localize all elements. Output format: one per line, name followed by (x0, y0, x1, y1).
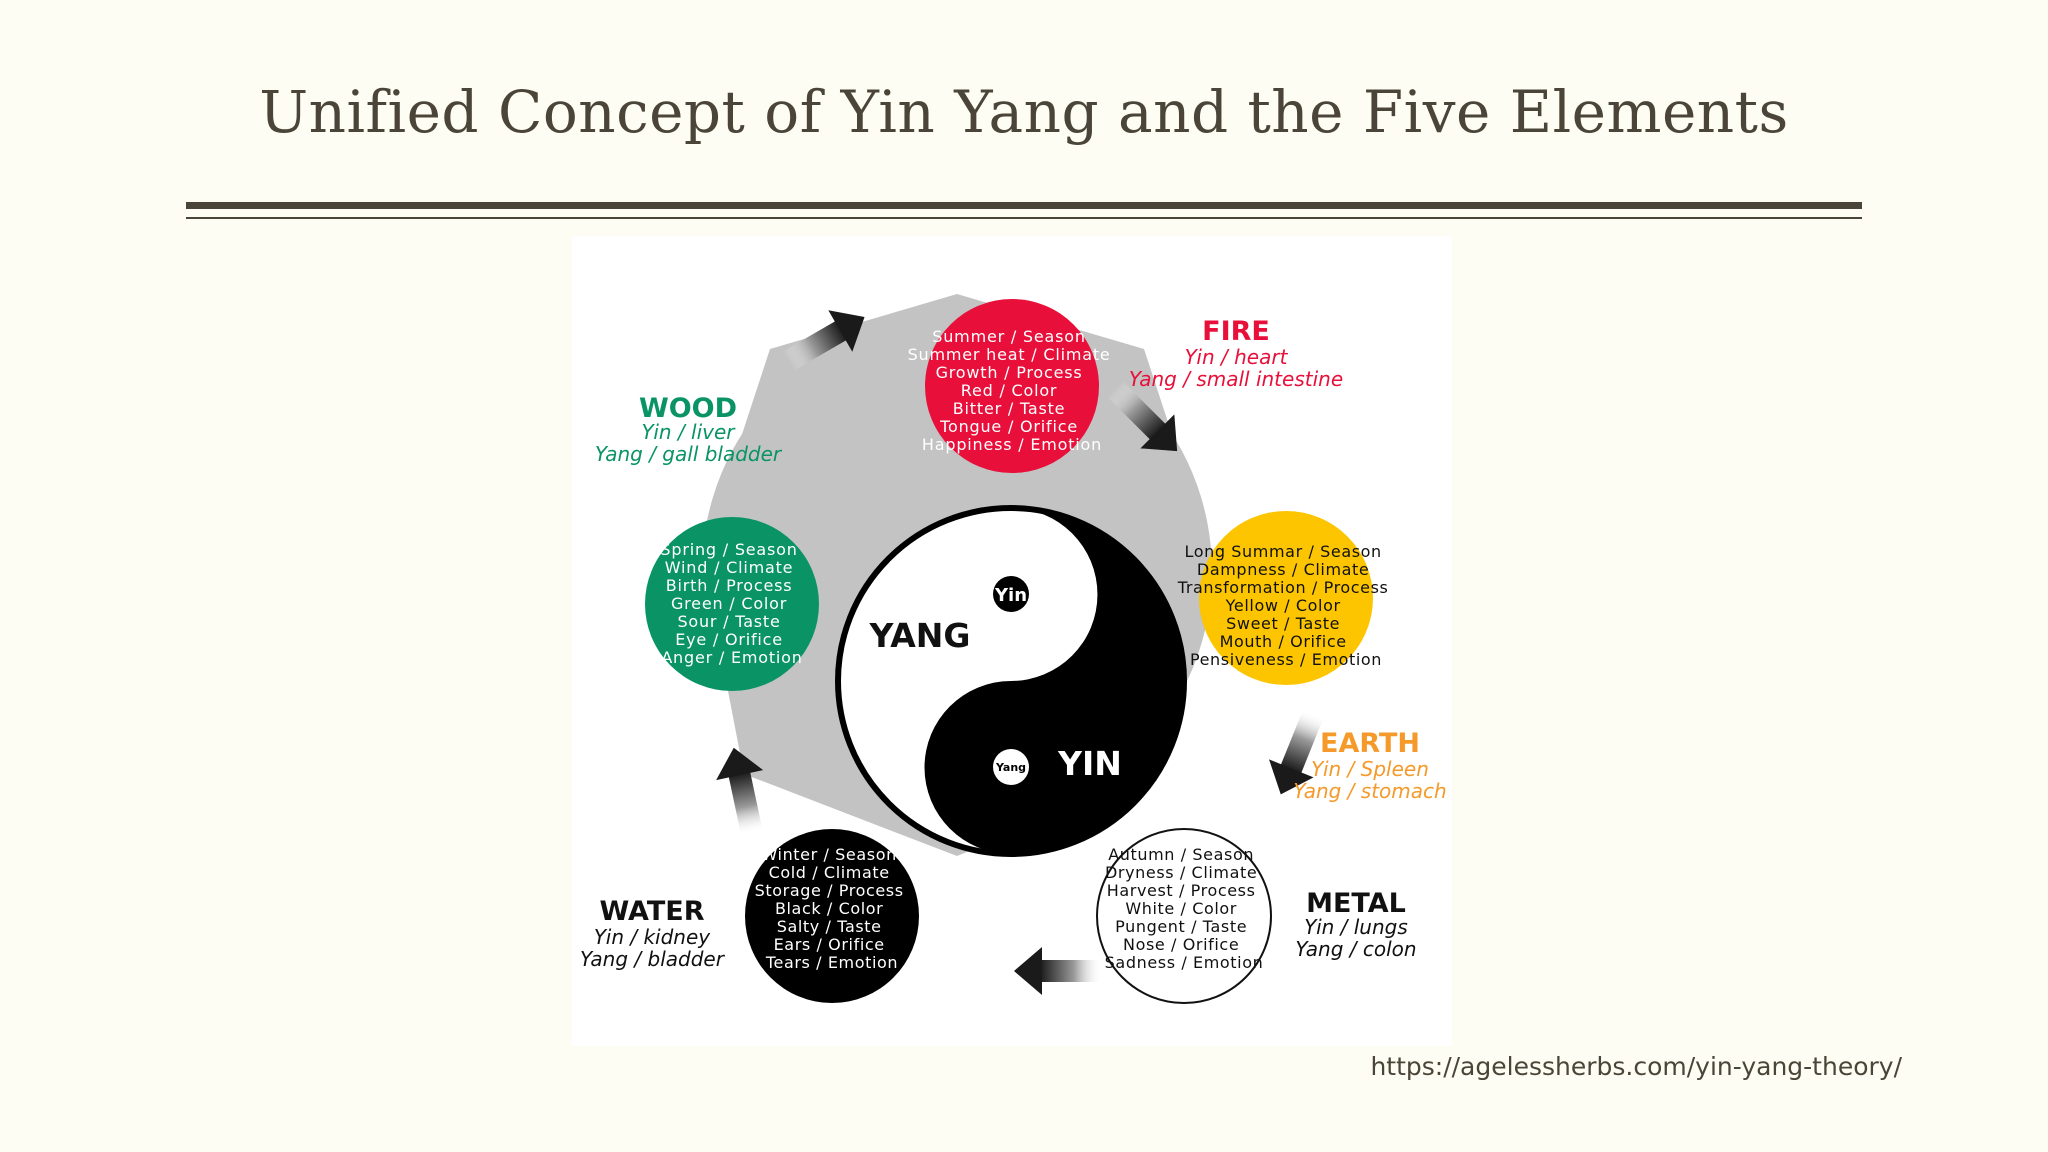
water-attr-1: Winter / Season (761, 845, 896, 864)
fire-organ-yin: Yin / heart (1185, 345, 1289, 369)
water-organ-yang: Yang / bladder (580, 947, 726, 971)
wood-attr-6: Eye / Orifice (675, 630, 783, 649)
water-attr-5: Salty / Taste (777, 917, 882, 936)
water-attr-2: Cold / Climate (769, 863, 890, 882)
arrow-water-to-wood (716, 747, 764, 837)
arrow-earth-to-metal (1269, 708, 1324, 795)
water-attr-3: Storage / Process (755, 881, 904, 900)
wood-circle (645, 517, 819, 691)
yang-dot-label: Yang (995, 761, 1026, 774)
fire-attr-4: Red / Color (961, 381, 1058, 400)
yin-dot (993, 576, 1029, 612)
fire-circle (925, 299, 1099, 473)
metal-label: METAL (1306, 888, 1406, 919)
fire-organ-yang: Yang / small intestine (1129, 367, 1343, 391)
wood-attr-2: Wind / Climate (665, 558, 794, 577)
wood-attr-1: Spring / Season (660, 540, 797, 559)
fire-attr-1: Summer / Season (932, 327, 1086, 346)
earth-attr-4: Yellow / Color (1225, 596, 1341, 615)
yin-yang-symbol: Yin Yang YANG YIN (835, 505, 1187, 857)
earth-attr-7: Pensiveness / Emotion (1190, 650, 1382, 669)
wood-organ-yang: Yang / gall bladder (595, 442, 783, 466)
metal-attr-1: Autumn / Season (1108, 845, 1254, 864)
water-label: WATER (599, 896, 704, 927)
wood-organ-yin: Yin / liver (641, 420, 736, 444)
wood-attr-5: Sour / Taste (677, 612, 780, 631)
wood-label: WOOD (639, 393, 737, 424)
fire-label: FIRE (1202, 316, 1270, 347)
metal-circle (1096, 828, 1272, 1004)
arrow-wood-to-fire (782, 310, 865, 371)
metal-organ-yin: Yin / lungs (1304, 915, 1408, 939)
fire-attr-6: Tongue / Orifice (939, 417, 1078, 436)
yin-half (924, 508, 1184, 854)
water-circle (745, 829, 919, 1003)
earth-circle (1199, 511, 1373, 685)
yang-label: YANG (869, 616, 971, 655)
wood-attributes: Spring / Season Wind / Climate Birth / P… (660, 540, 803, 667)
metal-attr-4: White / Color (1125, 899, 1237, 918)
earth-attr-1: Long Summar / Season (1185, 542, 1382, 561)
metal-element: Autumn / Season Dryness / Climate Harves… (1096, 828, 1417, 1004)
fire-attr-2: Summer heat / Climate (908, 345, 1111, 364)
water-element: Winter / Season Cold / Climate Storage /… (580, 829, 919, 1003)
source-link[interactable]: https://agelessherbs.com/yin-yang-theory… (1370, 1052, 1902, 1081)
earth-attr-2: Dampness / Climate (1197, 560, 1369, 579)
yin-dot-label: Yin (994, 585, 1027, 606)
water-attr-4: Black / Color (775, 899, 883, 918)
metal-attr-2: Dryness / Climate (1105, 863, 1257, 882)
five-elements-diagram: Yin Yang YANG YIN Summer / Season Summer… (572, 236, 1452, 1046)
earth-organ-yin: Yin / Spleen (1311, 757, 1429, 781)
fire-attributes: Summer / Season Summer heat / Climate Gr… (908, 327, 1117, 454)
metal-attr-5: Pungent / Taste (1115, 917, 1247, 936)
fire-attr-3: Growth / Process (936, 363, 1083, 382)
metal-attr-6: Nose / Orifice (1123, 935, 1239, 954)
title-divider-thin (186, 217, 1862, 219)
fire-element: Summer / Season Summer heat / Climate Gr… (908, 299, 1343, 473)
page-title: Unified Concept of Yin Yang and the Five… (259, 78, 1789, 146)
title-divider-thick (186, 202, 1862, 209)
arrow-metal-to-water (1014, 947, 1102, 995)
wood-attr-7: Anger / Emotion (661, 648, 802, 667)
water-attr-7: Tears / Emotion (765, 953, 898, 972)
wood-attr-3: Birth / Process (666, 576, 793, 595)
earth-attr-5: Sweet / Taste (1226, 614, 1340, 633)
metal-attr-3: Harvest / Process (1107, 881, 1256, 900)
metal-attr-7: Sadness / Emotion (1105, 953, 1264, 972)
earth-attr-3: Transformation / Process (1177, 578, 1389, 597)
earth-attributes: Long Summar / Season Dampness / Climate … (1177, 542, 1394, 669)
water-attr-6: Ears / Orifice (774, 935, 885, 954)
wood-attr-4: Green / Color (671, 594, 787, 613)
fire-attr-7: Happiness / Emotion (922, 435, 1102, 454)
earth-organ-yang: Yang / stomach (1293, 779, 1446, 803)
earth-element: Long Summar / Season Dampness / Climate … (1177, 511, 1447, 803)
yang-dot (993, 749, 1029, 785)
yin-label: YIN (1057, 744, 1122, 783)
fire-attr-5: Bitter / Taste (953, 399, 1066, 418)
metal-attributes: Autumn / Season Dryness / Climate Harves… (1105, 845, 1264, 972)
water-organ-yin: Yin / kidney (594, 925, 711, 949)
water-attributes: Winter / Season Cold / Climate Storage /… (755, 845, 910, 972)
metal-organ-yang: Yang / colon (1295, 937, 1416, 961)
diagram-canvas: Yin Yang YANG YIN Summer / Season Summer… (580, 294, 1447, 1004)
earth-attr-6: Mouth / Orifice (1220, 632, 1347, 651)
earth-label: EARTH (1320, 728, 1420, 759)
arrow-fire-to-earth (1107, 381, 1178, 452)
wood-element: Spring / Season Wind / Climate Birth / P… (595, 393, 819, 691)
